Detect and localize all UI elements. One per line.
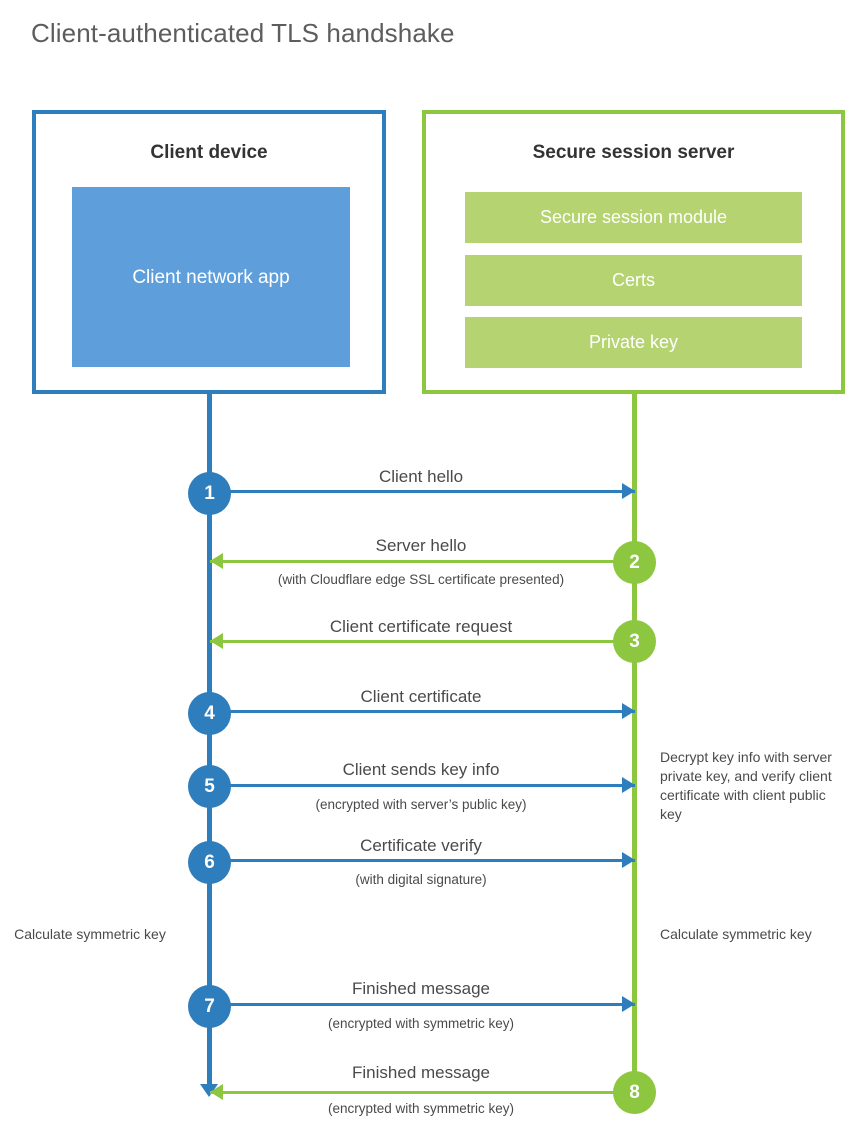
secure-session-server-title: Secure session server [532, 142, 735, 163]
step-sublabel: (with Cloudflare edge SSL certificate pr… [277, 572, 565, 587]
arrow-right-icon [621, 996, 635, 1012]
arrow-left-icon [209, 1084, 223, 1100]
step-number-badge: 7 [188, 985, 231, 1028]
step-number-badge: 3 [613, 620, 656, 663]
secure-session-server-box: Secure session server Secure session mod… [422, 110, 845, 394]
server-component-bar: Certs [465, 255, 802, 306]
client-network-app-box: Client network app [72, 187, 350, 367]
arrow-right-icon [621, 777, 635, 793]
arrow-left-icon [209, 553, 223, 569]
step-arrow-shaft [209, 489, 635, 493]
step-arrow-shaft [209, 1002, 635, 1006]
server-decrypt-note: Decrypt key info with server private key… [660, 749, 832, 822]
step-number-badge: 1 [188, 472, 231, 515]
step-arrow-shaft [209, 1090, 635, 1094]
server-lifeline [632, 392, 637, 1093]
client-device-title: Client device [150, 142, 268, 163]
step-sublabel: (encrypted with symmetric key) [327, 1101, 515, 1116]
step-number-badge: 2 [613, 541, 656, 584]
step-arrow-shaft [209, 858, 635, 862]
step-number-badge: 6 [188, 841, 231, 884]
step-arrow-shaft [209, 709, 635, 713]
client-calculate-symmetric-key-note: Calculate symmetric key [14, 926, 166, 942]
step-sublabel: (encrypted with server’s public key) [315, 797, 527, 812]
step-label: Finished message [352, 1063, 490, 1082]
page-title: Client-authenticated TLS handshake [31, 18, 455, 48]
step-label: Finished message [352, 979, 490, 998]
step-label: Client certificate [360, 687, 482, 706]
step-label: Client certificate request [329, 617, 513, 636]
client-network-app-label: Client network app [132, 266, 290, 288]
server-component-bar: Secure session module [465, 192, 802, 243]
client-lifeline [207, 392, 212, 1094]
step-number-badge: 8 [613, 1071, 656, 1114]
step-sublabel: (encrypted with symmetric key) [327, 1016, 515, 1031]
step-arrow-shaft [209, 559, 635, 563]
server-calculate-symmetric-key-note: Calculate symmetric key [660, 926, 812, 942]
step-arrow-shaft [209, 639, 635, 643]
arrow-right-icon [621, 852, 635, 868]
client-device-box: Client device Client network app [32, 110, 386, 394]
step-label: Server hello [375, 536, 467, 555]
step-label: Client sends key info [342, 760, 500, 779]
arrow-right-icon [621, 703, 635, 719]
step-arrow-shaft [209, 783, 635, 787]
server-component-bar: Private key [465, 317, 802, 368]
step-label: Client hello [378, 467, 464, 486]
step-sublabel: (with digital signature) [355, 872, 487, 887]
step-number-badge: 4 [188, 692, 231, 735]
step-number-badge: 5 [188, 765, 231, 808]
arrow-left-icon [209, 633, 223, 649]
step-label: Certificate verify [360, 836, 482, 855]
arrow-right-icon [621, 483, 635, 499]
